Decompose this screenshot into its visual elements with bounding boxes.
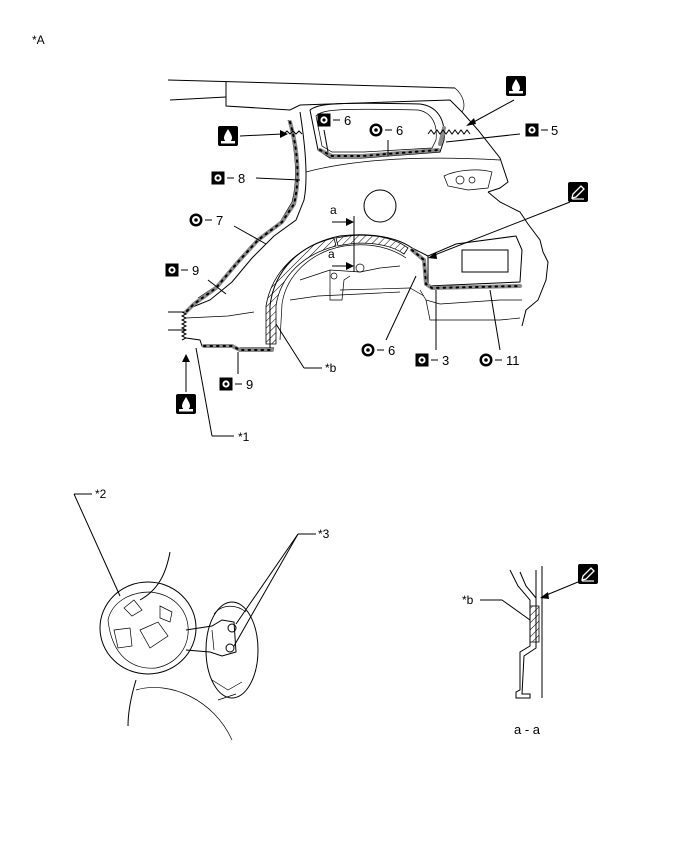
part-ref-7: 7 bbox=[189, 213, 267, 245]
callout-b-main: *b bbox=[275, 323, 337, 375]
figure-label: *A bbox=[32, 33, 45, 47]
part-ref-6a: 6 bbox=[317, 113, 351, 153]
section-marker: a a bbox=[328, 203, 355, 272]
svg-text:*3: *3 bbox=[318, 527, 330, 541]
svg-text:*2: *2 bbox=[95, 487, 107, 501]
sealer-drop-icon bbox=[506, 76, 526, 96]
callout-2: *2 bbox=[73, 487, 121, 597]
pencil-icon bbox=[567, 181, 589, 203]
part-ref-8: 8 bbox=[211, 171, 301, 186]
svg-text:3: 3 bbox=[442, 353, 449, 368]
part-ref-9a: 9 bbox=[165, 263, 227, 295]
svg-text:6: 6 bbox=[344, 113, 351, 128]
body-side-outline bbox=[167, 79, 549, 349]
callout-b-section: *b bbox=[462, 593, 474, 607]
sealer-drop-icon bbox=[176, 394, 196, 414]
svg-text:9: 9 bbox=[246, 377, 253, 392]
svg-text:11: 11 bbox=[506, 353, 520, 368]
sealer-paths bbox=[180, 120, 522, 352]
section-mark-lower: a bbox=[328, 247, 335, 261]
svg-text:6: 6 bbox=[396, 123, 403, 138]
svg-text:9: 9 bbox=[192, 263, 199, 278]
section-aa-detail: *b a - a bbox=[462, 563, 599, 737]
fuel-lid-detail bbox=[99, 551, 259, 741]
leader-arrows bbox=[182, 99, 571, 392]
part-ref-5: 5 bbox=[445, 123, 558, 143]
part-ref-6b: 6 bbox=[369, 123, 403, 156]
svg-text:*b: *b bbox=[325, 361, 337, 375]
part-ref-3: 3 bbox=[415, 290, 449, 368]
svg-text:*1: *1 bbox=[238, 430, 250, 444]
svg-text:6: 6 bbox=[388, 343, 395, 358]
section-label: a - a bbox=[514, 722, 541, 737]
svg-text:5: 5 bbox=[551, 123, 558, 138]
pencil-icon bbox=[577, 563, 599, 585]
callout-1: *1 bbox=[195, 347, 250, 444]
svg-text:7: 7 bbox=[216, 213, 223, 228]
part-ref-6c: 6 bbox=[361, 275, 417, 358]
part-ref-11: 11 bbox=[479, 289, 520, 368]
section-mark-upper: a bbox=[330, 203, 337, 217]
sealer-drop-icon bbox=[218, 126, 238, 146]
part-ref-9b: 9 bbox=[219, 352, 253, 392]
callout-3: *3 bbox=[233, 527, 330, 647]
svg-text:8: 8 bbox=[238, 171, 245, 186]
